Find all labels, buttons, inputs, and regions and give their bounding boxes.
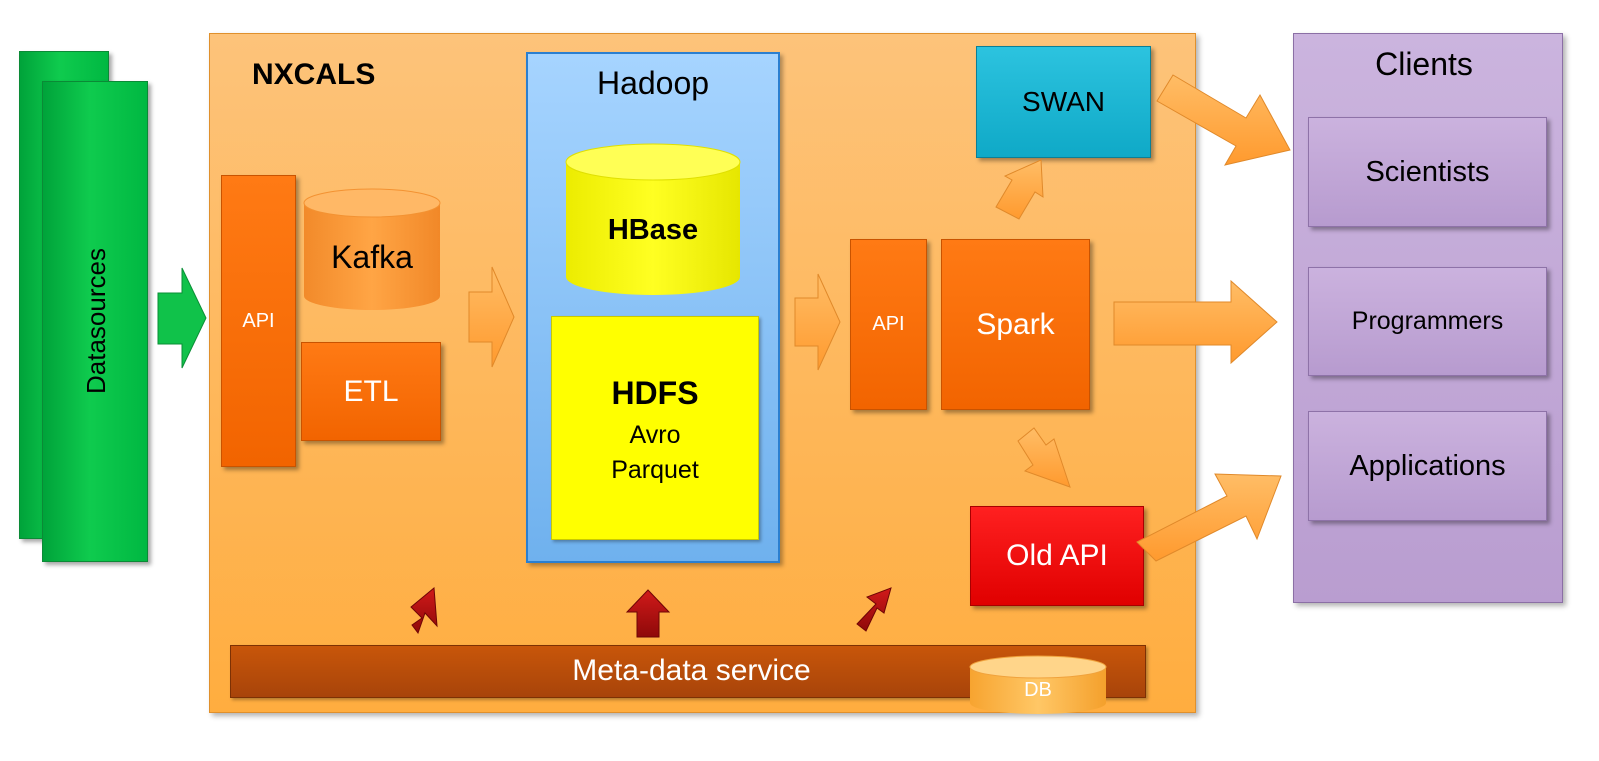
client-programmers-label: Programmers xyxy=(1351,307,1504,335)
old-api-label: Old API xyxy=(1006,539,1108,572)
ingestion-api-label: API xyxy=(242,309,275,332)
etl-label: ETL xyxy=(343,374,399,408)
client-applications[interactable]: Applications xyxy=(1308,411,1547,521)
swan-label: SWAN xyxy=(1022,86,1105,117)
spark-box[interactable]: Spark xyxy=(941,239,1090,410)
old-api-box[interactable]: Old API xyxy=(970,506,1144,606)
hadoop-title: Hadoop xyxy=(596,64,710,101)
kafka-label: Kafka xyxy=(331,238,413,275)
client-scientists-label: Scientists xyxy=(1365,155,1490,188)
hbase-label: HBase xyxy=(607,213,699,246)
client-programmers[interactable]: Programmers xyxy=(1308,267,1547,376)
spark-label: Spark xyxy=(976,307,1055,341)
extraction-api-box[interactable]: API xyxy=(850,239,927,410)
ingestion-api-box[interactable]: API xyxy=(221,175,296,467)
hdfs-box xyxy=(551,316,759,540)
clients-title: Clients xyxy=(1375,45,1473,82)
hdfs-format-avro: Avro xyxy=(629,420,681,449)
arrow-datasources-to-api xyxy=(157,267,207,369)
swan-box[interactable]: SWAN xyxy=(976,46,1151,158)
etl-box[interactable]: ETL xyxy=(301,342,441,441)
client-applications-label: Applications xyxy=(1349,449,1506,482)
client-scientists[interactable]: Scientists xyxy=(1308,117,1547,227)
db-label: DB xyxy=(1024,678,1052,701)
metadata-service-label: Meta-data service xyxy=(572,654,811,687)
hdfs-format-parquet: Parquet xyxy=(611,455,699,484)
hdfs-label: HDFS xyxy=(611,374,699,411)
datasources-label: Datasources xyxy=(80,248,111,394)
extraction-api-label: API xyxy=(872,313,905,335)
datasources-card-front xyxy=(42,81,148,562)
nxcals-title: NXCALS xyxy=(252,58,376,91)
